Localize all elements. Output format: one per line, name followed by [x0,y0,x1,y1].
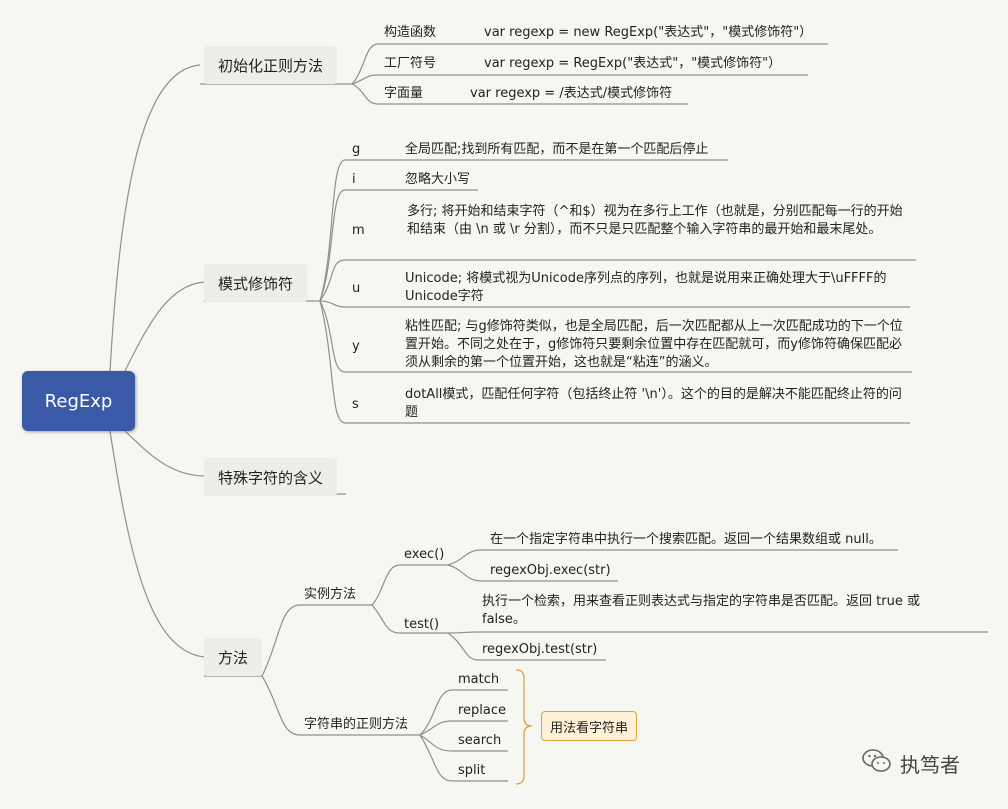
string-method-match: match [458,672,500,687]
topic-special-label: 特殊字符的含义 [218,468,324,487]
topic-modifiers-label: 模式修饰符 [218,274,294,293]
watermark: 执笃者 [862,748,960,778]
string-methods: 字符串的正则方法 [304,717,409,732]
topic-init[interactable]: 初始化正则方法 [204,46,338,84]
flag-g: g [352,142,361,157]
flag-m: m [352,223,365,238]
test-usage: regexObj.test(str) [482,642,598,657]
exec-usage: regexObj.exec(str) [490,563,611,578]
watermark-text: 执笃者 [900,752,960,777]
string-method-replace: replace [458,703,507,718]
test-desc: 执行一个检索，用来查看正则表达式与指定的字符串是否匹配。返回 true 或 fa… [482,594,920,627]
flag-s: s [352,397,359,412]
flag-m-desc: 多行; 将开始和结束字符（^和$）视为在多行上工作（也就是，分别匹配每一行的开始… [407,204,903,237]
topic-modifiers[interactable]: 模式修饰符 [204,264,308,302]
string-method-split: split [458,763,486,778]
init-value-factory: var regexp = RegExp("表达式"，"模式修饰符"） [484,56,782,71]
flag-y: y [352,339,360,354]
flag-s-desc: dotAll模式，匹配任何字符（包括终止符 '\n'）。这个的目的是解决不能匹配… [405,387,902,420]
exec-desc: 在一个指定字符串中执行一个搜索匹配。返回一个结果数组或 null。 [490,532,882,547]
wechat-icon [862,748,892,778]
init-value-literal: var regexp = /表达式/模式修饰符 [470,86,673,101]
flag-i-desc: 忽略大小写 [405,172,471,187]
string-methods-note-label: 用法看字符串 [549,720,628,736]
string-methods-note[interactable]: 用法看字符串 [541,711,637,741]
init-label-literal: 字面量 [384,86,424,101]
flag-y-desc: 粘性匹配; 与g修饰符类似，也是全局匹配，后一次匹配都从上一次匹配成功的下一个位… [405,319,903,370]
test-method: test() [404,617,440,632]
topic-special[interactable]: 特殊字符的含义 [204,458,338,496]
flag-u: u [352,281,361,296]
topic-methods-label: 方法 [218,648,249,667]
topic-init-label: 初始化正则方法 [218,56,324,75]
root-node[interactable]: RegExp [22,371,135,431]
init-value-constructor: var regexp = new RegExp("表达式"，"模式修饰符"） [484,25,813,40]
init-label-factory: 工厂符号 [384,56,437,71]
exec-method: exec() [404,547,445,562]
flag-g-desc: 全局匹配;找到所有匹配，而不是在第一个匹配后停止 [405,142,709,157]
root-label: RegExp [44,390,113,412]
string-method-search: search [458,733,502,748]
topic-methods[interactable]: 方法 [204,638,263,676]
flag-i: i [352,172,356,187]
init-label-constructor: 构造函数 [384,25,437,40]
flag-u-desc: Unicode; 将模式视为Unicode序列点的序列，也就是说用来正确处理大于… [405,271,887,304]
instance-methods: 实例方法 [304,587,357,602]
